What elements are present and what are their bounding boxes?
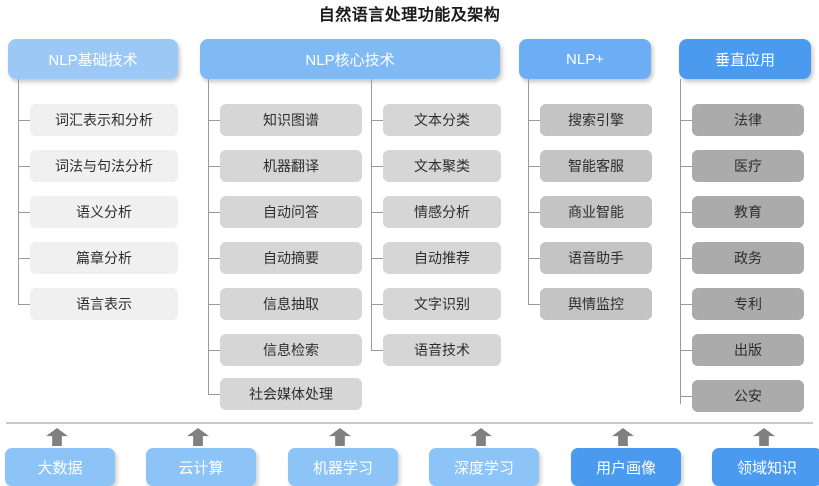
column-header-nlp-plus[interactable]: NLP+ [519, 39, 651, 79]
list-item[interactable]: 智能客服 [540, 150, 652, 182]
foundation-divider [6, 422, 813, 424]
connector-trunk-basic [18, 79, 19, 304]
connector-stub [680, 350, 694, 351]
connector-stub [208, 394, 222, 395]
arrow-up-icon [753, 428, 775, 446]
connector-stub [208, 258, 222, 259]
connector-stub [208, 304, 222, 305]
connector-stub [528, 304, 542, 305]
list-item[interactable]: 情感分析 [383, 196, 501, 228]
list-item[interactable]: 医疗 [692, 150, 804, 182]
column-header-vertical-app[interactable]: 垂直应用 [679, 39, 811, 79]
list-item[interactable]: 词汇表示和分析 [30, 104, 178, 136]
foundation-item[interactable]: 机器学习 [288, 448, 398, 486]
list-item[interactable]: 语音助手 [540, 242, 652, 274]
connector-stub [680, 120, 694, 121]
list-item[interactable]: 搜索引擎 [540, 104, 652, 136]
list-item[interactable]: 信息检索 [220, 334, 362, 366]
connector-trunk-plus [528, 79, 529, 304]
list-item[interactable]: 自动推荐 [383, 242, 501, 274]
list-item[interactable]: 知识图谱 [220, 104, 362, 136]
connector-stub [18, 258, 32, 259]
connector-stub [371, 350, 385, 351]
list-item[interactable]: 机器翻译 [220, 150, 362, 182]
arrow-up-icon [329, 428, 351, 446]
arrow-up-icon [612, 428, 634, 446]
foundation-item[interactable]: 深度学习 [429, 448, 539, 486]
list-item[interactable]: 词法与句法分析 [30, 150, 178, 182]
connector-stub [18, 120, 32, 121]
connector-stub [371, 212, 385, 213]
connector-stub [680, 258, 694, 259]
list-item[interactable]: 社会媒体处理 [220, 378, 362, 410]
list-item[interactable]: 语义分析 [30, 196, 178, 228]
foundation-item[interactable]: 大数据 [5, 448, 115, 486]
connector-stub [371, 258, 385, 259]
list-item[interactable]: 法律 [692, 104, 804, 136]
list-item[interactable]: 篇章分析 [30, 242, 178, 274]
connector-stub [528, 212, 542, 213]
connector-stub [371, 304, 385, 305]
arrow-up-icon [187, 428, 209, 446]
foundation-item[interactable]: 云计算 [146, 448, 256, 486]
list-item[interactable]: 信息抽取 [220, 288, 362, 320]
connector-stub [208, 350, 222, 351]
column-header-nlp-core[interactable]: NLP核心技术 [200, 39, 500, 79]
connector-trunk-vertical [680, 79, 681, 404]
connector-stub [680, 166, 694, 167]
page-title: 自然语言处理功能及架构 [318, 7, 501, 24]
connector-stub [18, 304, 32, 305]
list-item[interactable]: 语言表示 [30, 288, 178, 320]
connector-trunk-core-right [371, 79, 372, 351]
connector-stub [371, 120, 385, 121]
connector-stub [528, 258, 542, 259]
list-item[interactable]: 教育 [692, 196, 804, 228]
connector-stub [208, 166, 222, 167]
list-item[interactable]: 出版 [692, 334, 804, 366]
list-item[interactable]: 舆情监控 [540, 288, 652, 320]
connector-stub [18, 166, 32, 167]
column-header-nlp-basic[interactable]: NLP基础技术 [8, 39, 178, 79]
connector-stub [371, 166, 385, 167]
list-item[interactable]: 语音技术 [383, 334, 501, 366]
connector-stub [528, 166, 542, 167]
list-item[interactable]: 政务 [692, 242, 804, 274]
connector-trunk-core-left [208, 79, 209, 395]
arrow-up-icon [470, 428, 492, 446]
list-item[interactable]: 自动问答 [220, 196, 362, 228]
connector-stub [18, 212, 32, 213]
foundation-item[interactable]: 用户画像 [571, 448, 681, 486]
list-item[interactable]: 商业智能 [540, 196, 652, 228]
list-item[interactable]: 文本分类 [383, 104, 501, 136]
connector-stub [528, 120, 542, 121]
connector-stub [208, 120, 222, 121]
arrow-up-icon [46, 428, 68, 446]
connector-stub [208, 212, 222, 213]
foundation-item[interactable]: 领域知识 [712, 448, 819, 486]
list-item[interactable]: 文字识别 [383, 288, 501, 320]
connector-stub [680, 396, 694, 397]
connector-stub [680, 212, 694, 213]
list-item[interactable]: 自动摘要 [220, 242, 362, 274]
list-item[interactable]: 专利 [692, 288, 804, 320]
list-item[interactable]: 公安 [692, 380, 804, 412]
list-item[interactable]: 文本聚类 [383, 150, 501, 182]
connector-stub [680, 304, 694, 305]
